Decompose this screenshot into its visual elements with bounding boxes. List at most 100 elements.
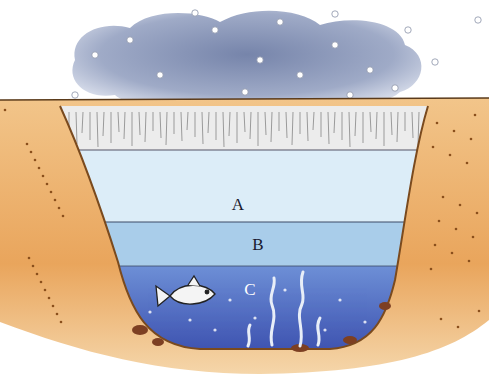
ice-streak	[166, 112, 167, 145]
soil-speck	[470, 138, 473, 141]
ice-streak	[153, 112, 154, 131]
stones	[132, 302, 391, 352]
snowflake	[257, 57, 263, 63]
snowflake	[242, 89, 248, 95]
soil-speck	[30, 151, 33, 154]
soil-speck	[48, 297, 51, 300]
ice-streak	[370, 112, 371, 132]
ice-streak	[97, 112, 98, 147]
ice-streak	[355, 112, 356, 136]
snowflake	[72, 92, 78, 98]
layer-label: C	[244, 281, 255, 298]
soil-speck	[474, 114, 477, 117]
snowflake	[212, 27, 218, 33]
snowflake	[192, 10, 198, 16]
snowflake	[347, 92, 353, 98]
soil-speck	[54, 199, 57, 202]
pond-water	[0, 100, 489, 356]
snowflake	[332, 11, 338, 17]
bubble	[188, 318, 191, 321]
soil-speck	[28, 257, 31, 260]
bubble	[363, 320, 366, 323]
ice-streak	[334, 112, 335, 133]
ice-streak	[286, 112, 287, 138]
ice-streak	[391, 112, 392, 135]
soil-speck	[434, 244, 437, 247]
bubble	[253, 316, 256, 319]
snowflakes	[72, 10, 481, 98]
soil-speck	[40, 281, 43, 284]
soil-speck	[38, 167, 41, 170]
soil-speck	[42, 175, 45, 178]
snowflake	[332, 42, 338, 48]
soil-speck	[438, 220, 441, 223]
ice-streak	[103, 112, 104, 136]
snow-cloud	[72, 11, 421, 108]
soil-speck	[46, 183, 49, 186]
snowflake	[405, 27, 411, 33]
soil-speck	[44, 289, 47, 292]
ice-streak	[181, 112, 182, 141]
ice-streak	[139, 112, 140, 135]
water-plants	[248, 272, 320, 346]
fish	[156, 276, 215, 306]
soil-speck	[451, 252, 454, 255]
ice-streak	[229, 112, 230, 136]
bubble	[148, 310, 151, 313]
ice-streak	[376, 112, 377, 139]
soil-speck	[455, 228, 458, 231]
ice-streak	[258, 112, 259, 146]
ice-streak	[265, 112, 266, 135]
ice-streak	[82, 112, 83, 133]
soil-speck	[432, 146, 435, 149]
soil-speck	[442, 196, 445, 199]
ice-streak	[412, 112, 413, 138]
ice-streak	[321, 112, 322, 137]
soil-speck	[430, 268, 433, 271]
ice-streak	[271, 112, 272, 142]
ice-streak	[397, 112, 398, 142]
soil-speck	[32, 265, 35, 268]
ice-streak	[202, 112, 203, 144]
bubble	[283, 288, 286, 291]
soil-speck	[52, 305, 55, 308]
ice-streak	[187, 112, 188, 130]
soil-speck	[62, 215, 65, 218]
ground-surface	[0, 98, 489, 100]
soil-speck	[453, 130, 456, 133]
soil-speck	[26, 143, 29, 146]
soil-speck	[457, 326, 460, 329]
snowflake	[297, 72, 303, 78]
ice-streak	[237, 112, 238, 143]
bubble	[213, 328, 216, 331]
soil-speck	[478, 310, 481, 313]
soil-speck	[449, 154, 452, 157]
ice-streak	[349, 112, 350, 147]
soil-speck	[436, 122, 439, 125]
ice-streak	[145, 112, 146, 142]
ice-streak	[313, 112, 314, 130]
bubble	[228, 298, 231, 301]
snowflake	[277, 19, 283, 25]
ice-streak	[76, 112, 77, 144]
basin-outline	[60, 106, 428, 349]
snowflake	[432, 59, 438, 65]
ice-streak	[90, 112, 91, 140]
soil-speck	[36, 273, 39, 276]
ice-streak	[216, 112, 217, 140]
layer-boundary	[0, 266, 489, 267]
water-layer-c	[0, 266, 489, 356]
snowflake	[475, 17, 481, 23]
ice-streak	[244, 112, 245, 132]
ice-texture	[61, 112, 426, 147]
ice-layer	[0, 100, 489, 150]
soil-speck	[459, 204, 462, 207]
ice-streak	[307, 112, 308, 141]
soil-speck	[472, 236, 475, 239]
ice-streak	[384, 112, 385, 146]
layer-boundary	[0, 222, 489, 223]
water-layer-b	[0, 222, 489, 266]
snowflake	[92, 52, 98, 58]
